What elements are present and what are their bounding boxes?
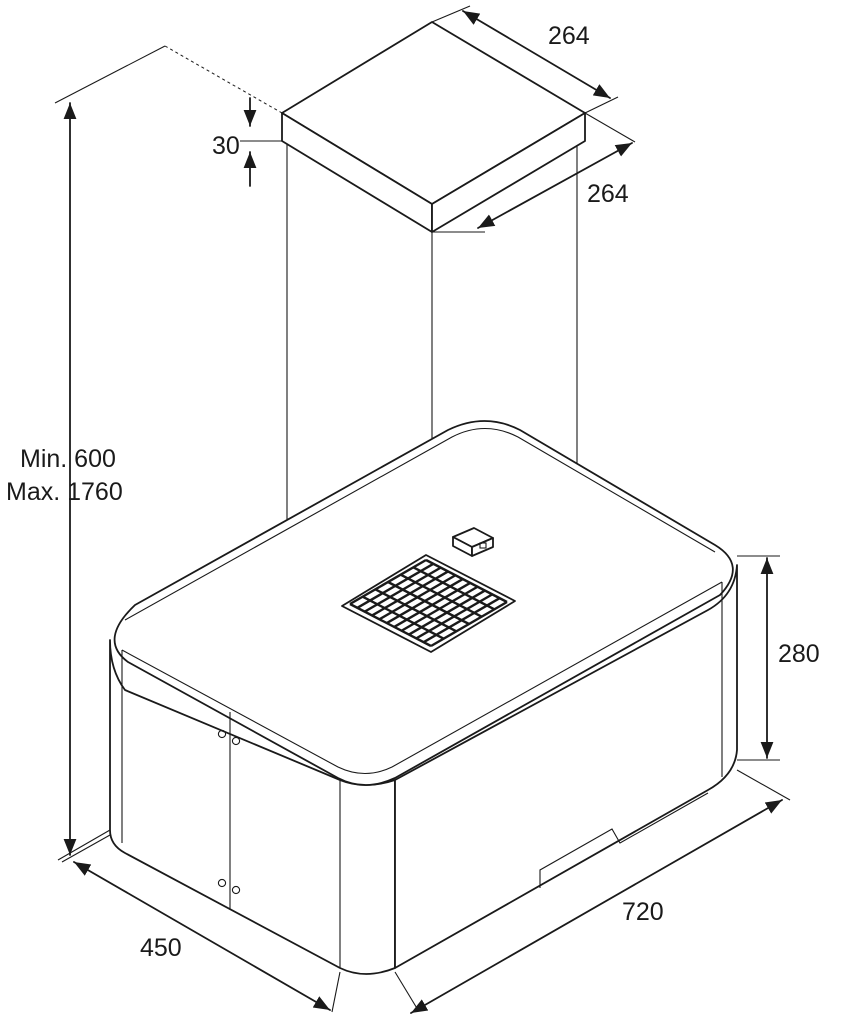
control-box-icon — [452, 527, 494, 557]
dim-hood-width: 720 — [622, 898, 664, 926]
filter-mesh-line — [423, 597, 501, 644]
dim-hood-height: 280 — [778, 640, 820, 668]
dim-chimney-depth: 264 — [587, 180, 629, 208]
dimension-lines — [54, 5, 791, 1014]
filter-mesh-line — [371, 570, 449, 617]
filter-mesh-line — [430, 600, 508, 648]
chimney-cap — [281, 21, 586, 233]
filter-mesh-line — [364, 566, 442, 613]
dim-hood-depth: 450 — [140, 934, 182, 962]
filter-mesh-line — [400, 585, 479, 632]
dim-chimney-width: 264 — [548, 22, 590, 50]
hood-body — [109, 420, 738, 975]
screw-icon — [231, 736, 241, 746]
filter-mesh-line — [393, 581, 471, 628]
dim-chimney-cap-height: 30 — [212, 132, 240, 160]
filter-mesh-line — [378, 574, 457, 621]
screw-icon — [217, 729, 227, 739]
filter-mesh-line — [408, 589, 486, 636]
filter-mesh-line — [386, 578, 464, 625]
grease-filter-icon — [341, 554, 516, 653]
filter-mesh-line — [415, 593, 493, 640]
chimney-cap-top — [281, 21, 586, 205]
filter-mesh-line — [349, 558, 427, 606]
dim-height-min: Min. 600 — [20, 445, 116, 473]
filter-mesh-line — [356, 562, 434, 609]
dim-height-max: Max. 1760 — [6, 478, 123, 506]
